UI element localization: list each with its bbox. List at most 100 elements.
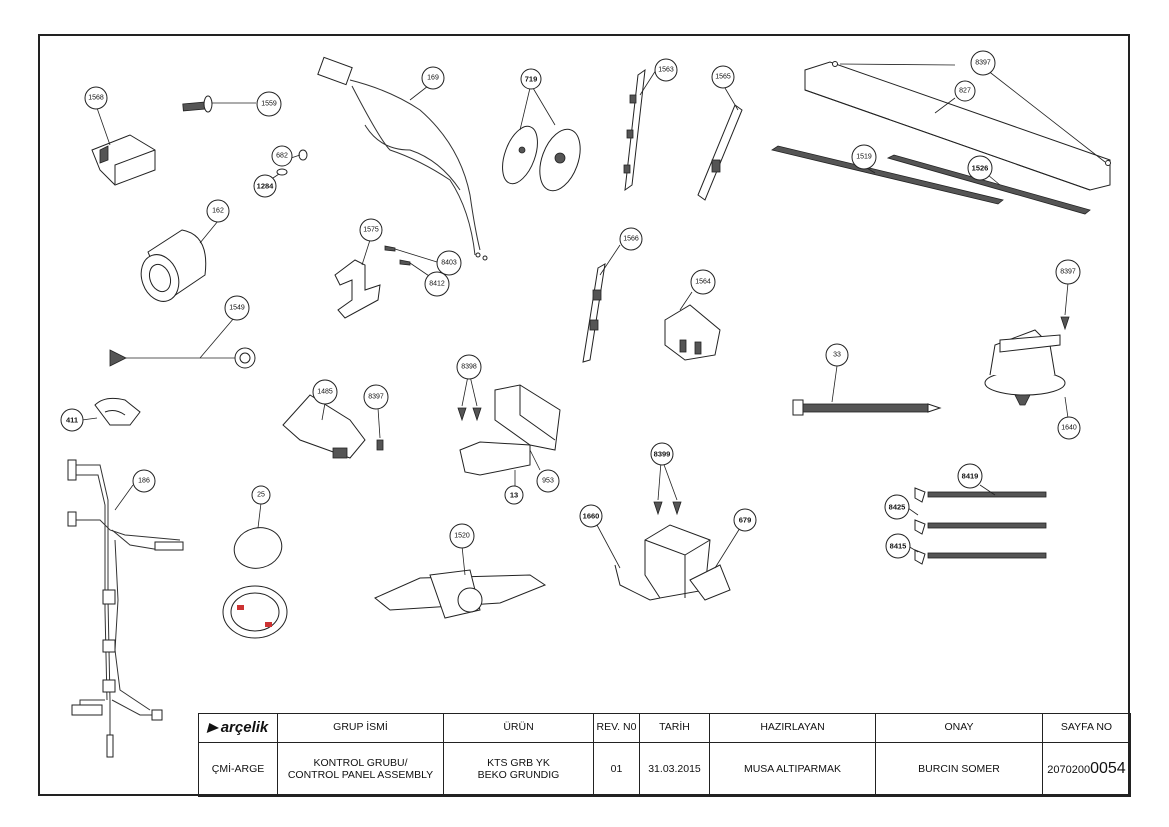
header-page-no: SAYFA NO [1042, 713, 1131, 743]
header-date: TARİH [639, 713, 710, 743]
brand-logo: arçelik [198, 713, 278, 743]
header-approval: ONAY [875, 713, 1043, 743]
callout-1564: 1564 [690, 269, 716, 295]
svg-text:1565: 1565 [715, 74, 731, 81]
value-approval: BURCIN SOMER [875, 742, 1043, 797]
svg-text:719: 719 [525, 75, 538, 84]
part-953-box [457, 375, 561, 488]
header-rev: REV. N0 [593, 713, 640, 743]
svg-text:13: 13 [510, 491, 518, 500]
svg-text:1559: 1559 [261, 101, 277, 108]
callout-1568: 1568 [84, 86, 108, 110]
part-1549-lens [109, 317, 256, 369]
part-8419-screws [907, 484, 1047, 565]
callout-8398: 8398 [456, 354, 482, 380]
part-1660-relay-box [596, 461, 741, 601]
part-719-discs [502, 87, 581, 192]
svg-text:1566: 1566 [623, 236, 639, 243]
svg-text:411: 411 [66, 416, 78, 425]
callout-186: 186 [132, 469, 156, 493]
svg-text:1568: 1568 [88, 95, 104, 102]
svg-text:679: 679 [739, 516, 752, 525]
svg-text:8403: 8403 [441, 260, 457, 267]
part-1519-strip [771, 145, 1091, 215]
callout-8412: 8412 [424, 271, 450, 297]
part-186-wiring-harness [67, 459, 184, 758]
svg-text:953: 953 [542, 478, 554, 485]
page-no-main: 0054 [1090, 760, 1126, 778]
svg-text:33: 33 [833, 352, 841, 359]
callout-8399: 8399 [650, 442, 674, 466]
callout-13: 13 [504, 485, 524, 505]
svg-text:8397: 8397 [1060, 269, 1076, 276]
callout-1563: 1563 [654, 58, 678, 82]
svg-text:1563: 1563 [658, 67, 674, 74]
callout-8425: 8425 [884, 494, 910, 520]
svg-text:1519: 1519 [856, 154, 872, 161]
svg-text:1640: 1640 [1061, 425, 1077, 432]
callout-1566: 1566 [619, 227, 643, 251]
svg-text:8412: 8412 [429, 281, 445, 288]
callout-1565: 1565 [711, 65, 735, 89]
callout-8397-b: 8397 [970, 50, 996, 76]
part-1565-rail [697, 87, 743, 201]
svg-text:682: 682 [276, 153, 288, 160]
part-169-cable [317, 56, 488, 261]
callout-682: 682 [271, 145, 293, 167]
svg-text:8398: 8398 [461, 364, 477, 371]
callout-1485: 1485 [312, 379, 338, 405]
svg-text:8425: 8425 [889, 503, 906, 512]
value-group-name: KONTROL GRUBU/CONTROL PANEL ASSEMBLY [277, 742, 444, 797]
callout-25: 25 [251, 485, 271, 505]
svg-text:8419: 8419 [962, 472, 979, 481]
svg-text:1485: 1485 [317, 389, 333, 396]
product-line2: BEKO GRUNDIG [477, 768, 560, 781]
svg-text:1660: 1660 [583, 512, 600, 521]
callout-1640: 1640 [1057, 416, 1081, 440]
part-1564-bracket [664, 291, 721, 361]
callout-8397-c: 8397 [1055, 259, 1081, 285]
callout-8403: 8403 [436, 250, 462, 276]
callout-1575: 1575 [359, 218, 383, 242]
value-department: ÇMİ-ARGE [198, 742, 278, 797]
part-162-capacitor [140, 220, 219, 302]
header-prepared-by: HAZIRLAYAN [709, 713, 876, 743]
logo-text: arçelik [220, 719, 269, 737]
callout-1559: 1559 [256, 91, 282, 117]
product-line1: KTS GRB YK [487, 757, 550, 770]
part-1520-switch-holder [374, 545, 547, 619]
callout-953: 953 [536, 469, 560, 493]
callout-719: 719 [520, 68, 542, 90]
part-25-knob [222, 502, 288, 639]
svg-text:25: 25 [257, 492, 265, 499]
part-682-washer [269, 149, 308, 181]
value-page-no: 20702000054 [1042, 742, 1131, 797]
svg-text:1284: 1284 [257, 182, 275, 191]
callout-1660: 1660 [579, 504, 603, 528]
svg-text:1564: 1564 [695, 279, 711, 286]
svg-text:1520: 1520 [454, 533, 470, 540]
svg-text:162: 162 [212, 208, 224, 215]
callout-827: 827 [954, 80, 976, 102]
callout-679: 679 [733, 508, 757, 532]
part-1563-rail [623, 68, 657, 192]
group-name-en: CONTROL PANEL ASSEMBLY [287, 768, 434, 781]
value-prepared-by: MUSA ALTIPARMAK [709, 742, 876, 797]
callout-1284: 1284 [253, 174, 277, 198]
callout-169: 169 [421, 66, 445, 90]
value-date: 31.03.2015 [639, 742, 710, 797]
svg-text:8397: 8397 [368, 394, 384, 401]
callout-411: 411 [60, 408, 84, 432]
callout-8415: 8415 [885, 533, 911, 559]
svg-text:8415: 8415 [890, 542, 907, 551]
logo-mark-icon [206, 723, 221, 734]
title-block: arçelik GRUP İSMİ ÜRÜN REV. N0 TARİH HAZ… [198, 713, 1131, 797]
callout-1526: 1526 [967, 155, 993, 181]
header-group-name: GRUP İSMİ [277, 713, 444, 743]
group-name-tr: KONTROL GRUBU/ [313, 757, 408, 770]
part-1566-rail [582, 244, 621, 363]
callout-8397-a: 8397 [363, 384, 389, 410]
svg-text:1575: 1575 [363, 227, 379, 234]
